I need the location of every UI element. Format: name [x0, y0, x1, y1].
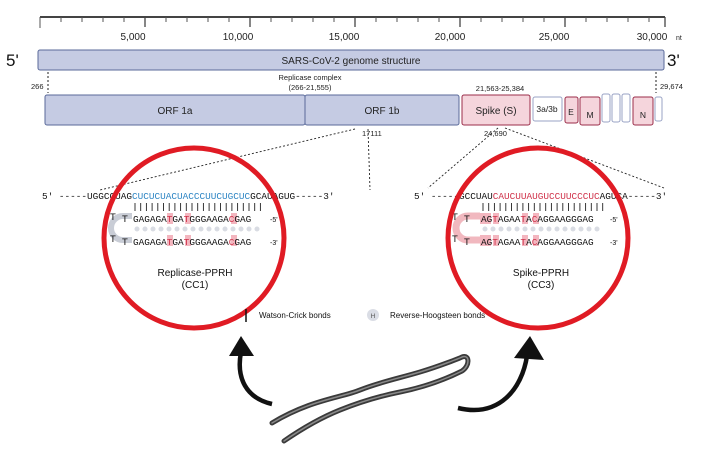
legend: Watson-Crick bonds H Reverse-Hoogsteen b…	[245, 309, 485, 322]
spike-pprh-code: (CC3)	[528, 280, 555, 291]
arrows	[229, 336, 544, 413]
spike-target-pos: 24,690	[484, 129, 507, 138]
spike-loop-t2: T	[464, 214, 470, 225]
replicase-target-pos: 17111	[362, 129, 382, 138]
replicase-highlights	[167, 213, 237, 246]
hairpin-icon	[269, 354, 471, 444]
replicase-hoogsteen-bonds	[134, 226, 260, 232]
spike-pprh-strand-1: AGTAGAATACAGGAAGGGAG	[481, 214, 594, 225]
zoom-lines	[99, 127, 665, 191]
replicase-pprh-strand-1: GAGAGATGATGGGAAGACGAG	[133, 214, 252, 225]
spike-highlights	[480, 213, 539, 246]
genome-five-prime: 5'	[6, 51, 19, 70]
spike-rna-target: CAUCUUAUGUCCUUCCCUC	[493, 191, 600, 202]
replicase-rna-suffix: GCAUAGUG-----3'	[250, 191, 334, 202]
axis-unit: nt	[676, 35, 682, 42]
orf8-box	[621, 93, 631, 123]
replicase-target-rna: 5' -----UGGCGUAGCUCUCUACUACCCUUCUGCUCGCA…	[42, 191, 335, 202]
replicase-loop-t3: T	[110, 234, 116, 245]
replicase-rna-prefix: 5' -----UGGCGUAG	[42, 191, 132, 202]
spike-box	[461, 94, 531, 126]
genome-end-pos: 29,674	[660, 82, 683, 91]
replicase-range: (266-21,555)	[289, 83, 332, 92]
replicase-watson-crick-bonds	[134, 203, 261, 211]
orf10-box	[654, 96, 663, 122]
orf1b-box	[304, 94, 460, 126]
m-gene-label: M	[586, 110, 593, 120]
replicase-title: Replicase complex	[279, 73, 342, 82]
genome-three-prime: 3'	[667, 51, 680, 70]
ruler-major-ticks	[144, 17, 666, 27]
orf7-box	[611, 93, 621, 123]
tick-label-25000: 25,000	[539, 32, 570, 43]
right-arrow-shaft	[457, 355, 530, 413]
orf3-label: 3a/3b	[536, 104, 558, 114]
orf1a-label: ORF 1a	[157, 106, 192, 117]
tick-label-20000: 20,000	[435, 32, 466, 43]
spike-pprh-panel: 5' -----GCCUAUCAUCUUAUGUCCUUCCCUCAGUCA--…	[414, 145, 667, 331]
replicase-pprh-code: (CC1)	[182, 280, 209, 291]
replicase-pprh-panel: 5' -----UGGCGUAGCUCUCUACUACCCUUCUGCUCGCA…	[42, 145, 335, 331]
tick-label-15000: 15,000	[329, 32, 360, 43]
spike-loop-t4: T	[464, 237, 470, 248]
n-gene-label: N	[640, 110, 646, 120]
legend-hoogsteen-marker: H	[371, 313, 376, 320]
genome-bar-label: SARS-CoV-2 genome structure	[282, 56, 421, 67]
right-arrow-head	[514, 336, 544, 360]
spike-loop-t1: T	[452, 212, 458, 223]
spike-loop-t3: T	[452, 234, 458, 245]
replicase-rna-target: CUCUCUACUACCCUUCUGCUC	[132, 191, 251, 202]
replicase-loop-t2: T	[122, 214, 128, 225]
n-gene-box	[632, 96, 654, 126]
spike-label: Spike (S)	[475, 106, 516, 117]
legend-watson-crick-label: Watson-Crick bonds	[259, 311, 331, 320]
ruler-minor-ticks	[39, 17, 650, 28]
genome-ruler: 5,000 10,000 15,000 20,000 25,000 30,000…	[39, 16, 682, 43]
genome-bar	[37, 49, 665, 71]
legend-hoogsteen-icon	[367, 309, 379, 321]
spike-target-rna: 5' -----GCCUAUCAUCUUAUGUCCUUCCCUCAGUCA--…	[414, 191, 667, 202]
tick-label-10000: 10,000	[223, 32, 254, 43]
spike-range: 21,563-25,384	[476, 84, 524, 93]
tick-label-30000: 30,000	[637, 32, 668, 43]
replicase-strand-2-end: -3'	[270, 240, 278, 247]
spike-hoogsteen-bonds	[482, 226, 600, 232]
legend-hoogsteen-label: Reverse-Hoogsteen bonds	[390, 311, 485, 320]
spike-pprh-strand-2: AGTAGAATACAGGAAGGGAG	[481, 237, 594, 248]
spike-watson-crick-bonds	[482, 203, 604, 211]
left-arrow-shaft	[237, 351, 273, 407]
left-arrow-head	[229, 336, 254, 356]
m-gene-box	[579, 96, 601, 126]
spike-hairpin-loop	[452, 212, 480, 244]
spike-pprh-name: Spike-PPRH	[513, 268, 569, 279]
replicase-hairpin-loop	[108, 213, 132, 243]
replicase-loop-t1: T	[110, 212, 116, 223]
tick-label-5000: 5,000	[120, 32, 145, 43]
e-gene-box	[564, 96, 579, 124]
spike-highlight-circle	[445, 145, 631, 331]
replicase-pprh-name: Replicase-PPRH	[157, 268, 232, 279]
orf6-box	[601, 93, 611, 123]
orf3-box	[532, 96, 563, 122]
replicase-pprh-strand-2: GAGAGATGATGGGAAGACGAG	[133, 237, 252, 248]
spike-strand-2-end: -3'	[610, 240, 618, 247]
replicase-loop-t4: T	[122, 237, 128, 248]
replicase-highlight-circle	[101, 145, 287, 331]
e-gene-label: E	[568, 107, 574, 117]
orf1b-label: ORF 1b	[364, 106, 399, 117]
genome-start-pos: 266	[31, 82, 44, 91]
replicase-strand-1-end: -5'	[270, 217, 278, 224]
spike-rna-prefix: 5' -----GCCUAU	[414, 191, 493, 202]
spike-strand-1-end: -5'	[610, 217, 618, 224]
spike-rna-suffix: AGUCA-----3'	[600, 191, 668, 202]
